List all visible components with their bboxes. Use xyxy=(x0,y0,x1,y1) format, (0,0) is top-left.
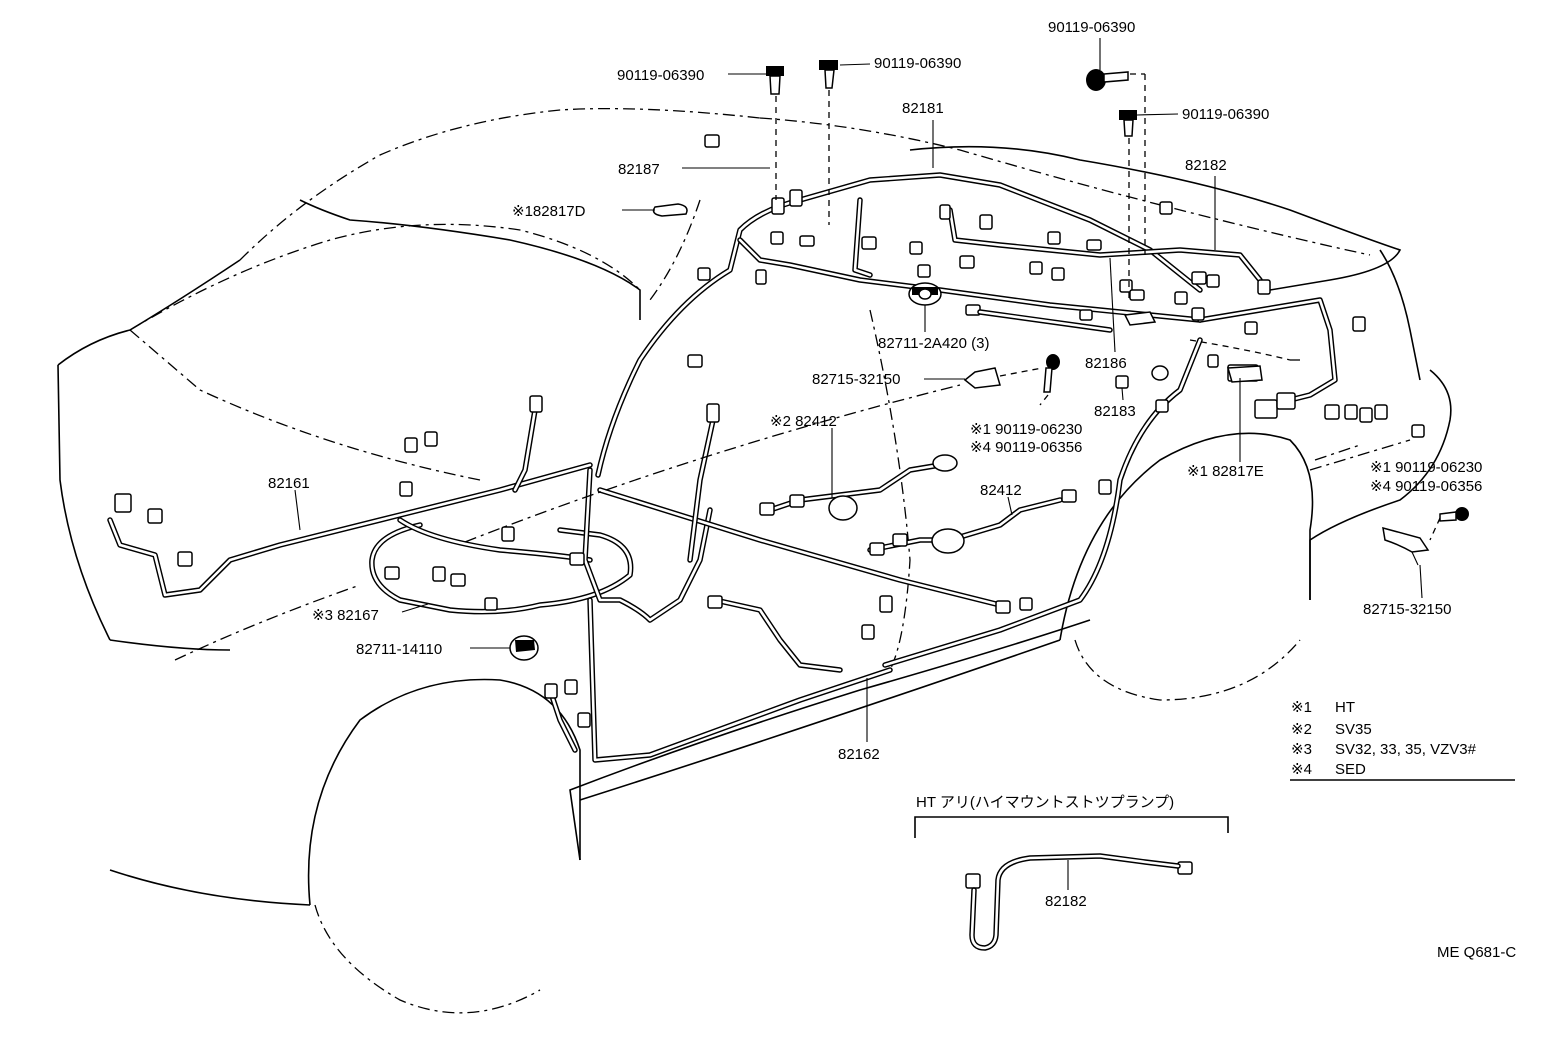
inset-title: HT アリ(ハイマウントストツプランプ) xyxy=(916,794,1174,811)
bolt-5 xyxy=(1043,354,1060,393)
label-182817d: ※182817D xyxy=(512,203,586,220)
label-82711-2a420: 82711-2A420 (3) xyxy=(878,335,989,352)
label-bolt-2: 90119-06390 xyxy=(874,55,961,72)
legend-text-1: HT xyxy=(1335,699,1355,716)
legend-text-3: SV32, 33, 35, VZV3# xyxy=(1335,741,1477,758)
label-note-1-b: ※1 90119-06230 xyxy=(1370,459,1482,476)
bracket-82715-b xyxy=(1382,526,1430,553)
label-82715-b: 82715-32150 xyxy=(1363,601,1451,618)
label-82412-a: ※2 82412 xyxy=(770,413,837,430)
label-note-4-b: ※4 90119-06356 xyxy=(1370,478,1482,495)
connectors xyxy=(114,134,1425,889)
label-82167: ※3 82167 xyxy=(312,607,379,624)
block-82817e xyxy=(1227,365,1263,383)
leader-lines xyxy=(294,38,1423,890)
bolt-2 xyxy=(819,60,838,89)
main-harness-wires xyxy=(107,172,1338,763)
legend-text-4: SED xyxy=(1335,761,1366,778)
inset-ht-high-mount-stop-lamp: HT アリ(ハイマウントストツプランプ) 82182 xyxy=(914,794,1229,951)
legend: ※1 HT ※2 SV35 ※3 SV32, 33, 35, VZV3# ※4 … xyxy=(1290,699,1515,781)
grommet-82711-14110 xyxy=(509,635,539,661)
car-body-outline xyxy=(57,107,1452,1014)
label-82412-b: 82412 xyxy=(980,482,1022,499)
legend-mark-4: ※4 xyxy=(1291,761,1312,778)
label-82186: 82186 xyxy=(1085,355,1127,372)
label-82183: 82183 xyxy=(1094,403,1136,420)
label-82161: 82161 xyxy=(268,475,310,492)
label-82711-14110: 82711-14110 xyxy=(356,641,442,658)
label-82182-top: 82182 xyxy=(1185,157,1227,174)
label-bolt-3: 90119-06390 xyxy=(1048,19,1135,36)
legend-mark-1: ※1 xyxy=(1291,699,1312,716)
bracket-82715-a xyxy=(963,367,1001,389)
label-82817e: ※1 82817E xyxy=(1187,463,1264,480)
label-82187: 82187 xyxy=(618,161,660,178)
pad-182817d xyxy=(652,203,688,217)
grommet-82711-2a420 xyxy=(908,282,942,306)
bolt-6 xyxy=(1439,507,1469,522)
bolt-3 xyxy=(1086,69,1129,91)
label-82715-a: 82715-32150 xyxy=(812,371,900,388)
label-82182-inset: 82182 xyxy=(1045,893,1087,910)
label-82162: 82162 xyxy=(838,746,880,763)
components xyxy=(509,60,1469,661)
label-bolt-1: 90119-06390 xyxy=(617,67,704,84)
bolt-1 xyxy=(766,66,784,95)
part-labels: 90119-06390 90119-06390 90119-06390 9011… xyxy=(268,19,1482,763)
label-82181: 82181 xyxy=(902,100,944,117)
legend-mark-3: ※3 xyxy=(1291,741,1312,758)
label-note-1-a: ※1 90119-06230 xyxy=(970,421,1082,438)
label-note-4-a: ※4 90119-06356 xyxy=(970,439,1082,456)
legend-mark-2: ※2 xyxy=(1291,721,1312,738)
legend-text-2: SV35 xyxy=(1335,721,1372,738)
label-bolt-4: 90119-06390 xyxy=(1182,106,1269,123)
bolt-4 xyxy=(1119,110,1137,137)
diagram-code: ME Q681-C xyxy=(1437,944,1516,961)
speaker-82412-a xyxy=(828,495,858,521)
speaker-82412-b xyxy=(931,528,965,554)
